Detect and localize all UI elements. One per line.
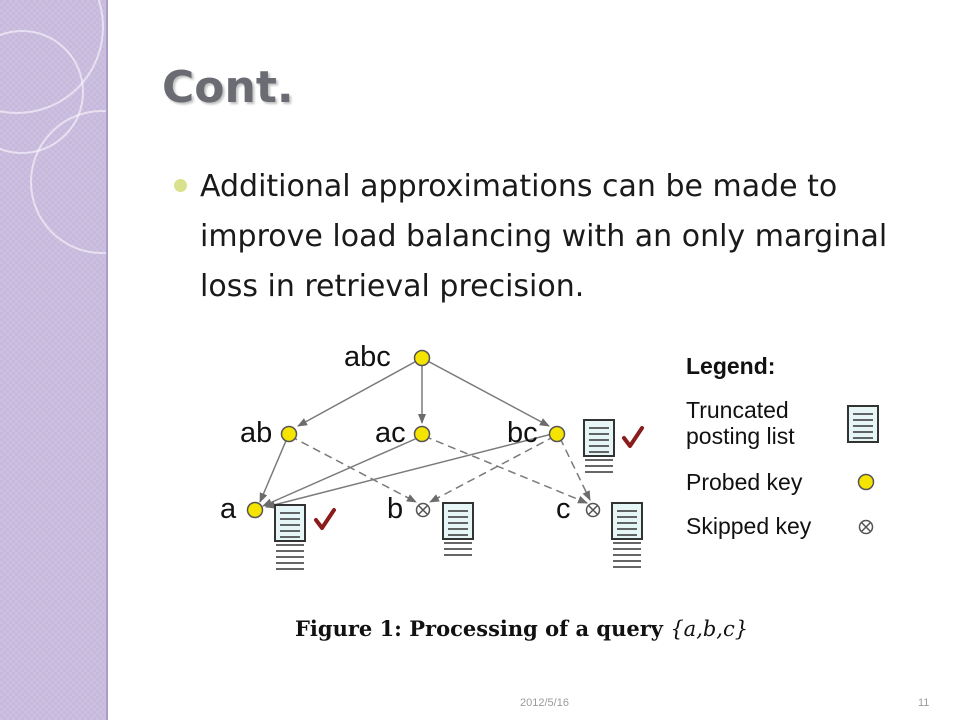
node-label-b: b xyxy=(387,493,403,525)
edge-abc-bc xyxy=(421,357,550,427)
edge-ac-a xyxy=(262,435,423,507)
probed-node-bc xyxy=(548,425,566,443)
node-label-bc: bc xyxy=(507,417,538,449)
legend-truncated-line1: Truncated xyxy=(686,397,789,423)
lattice-diagram: abc ab ac bc a b c xyxy=(220,341,879,570)
edge-ab-b xyxy=(289,435,417,503)
skipped-node-b xyxy=(415,502,431,518)
bullet-dot-icon xyxy=(174,179,187,192)
edge-bc-c xyxy=(559,437,591,501)
node-label-ac: ac xyxy=(375,417,406,449)
edge-abc-ab xyxy=(297,357,423,427)
edge-ac-c xyxy=(423,435,588,504)
edge-bc-a xyxy=(265,432,557,509)
legend-posting-list-icon xyxy=(847,405,879,443)
sidebar-edge xyxy=(106,0,108,720)
caption-query-set: {a,b,c} xyxy=(670,617,749,641)
probed-node-ac xyxy=(413,425,431,443)
edge-ab-a xyxy=(259,435,289,503)
legend-probed: Probed key xyxy=(686,469,803,495)
posting-list-icon xyxy=(442,502,474,540)
posting-list-icon xyxy=(583,419,615,457)
node-label-abc: abc xyxy=(344,341,391,373)
solid-edges xyxy=(259,357,557,509)
page-number: 11 xyxy=(918,697,930,709)
caption-prefix: Figure 1: Processing of a query xyxy=(295,616,671,641)
legend-title: Legend: xyxy=(686,353,775,379)
legend-probed-key-icon xyxy=(857,473,875,491)
skipped-node-c xyxy=(585,502,601,518)
node-label-a: a xyxy=(220,493,237,525)
posting-list-icon xyxy=(274,504,306,542)
figure-caption: Figure 1: Processing of a query {a,b,c} xyxy=(295,616,748,641)
check-mark-icon xyxy=(314,508,336,530)
legend-truncated-line2: posting list xyxy=(686,423,795,449)
check-mark-icon xyxy=(622,426,644,448)
footer-date: 2012/5/16 xyxy=(520,697,569,709)
posting-tail xyxy=(443,542,473,556)
posting-tail xyxy=(275,544,305,570)
probed-node-ab xyxy=(280,425,298,443)
posting-tail xyxy=(584,459,614,473)
slide-title: Cont. xyxy=(162,62,294,113)
legend-skipped-key-icon xyxy=(858,519,874,535)
edge-bc-b xyxy=(429,435,556,503)
posting-tail xyxy=(612,542,642,568)
legend-skipped: Skipped key xyxy=(686,513,812,539)
node-label-ab: ab xyxy=(240,417,272,449)
posting-list-icon xyxy=(611,502,643,540)
node-label-c: c xyxy=(556,493,571,525)
dashed-edges xyxy=(289,435,591,504)
query-lattice-figure: abc ab ac bc a b c xyxy=(200,330,920,660)
sidebar-decoration xyxy=(0,0,106,720)
probed-node-a xyxy=(246,501,264,519)
bullet-text: Additional approximations can be made to… xyxy=(200,169,888,304)
probed-node-abc xyxy=(413,349,431,367)
